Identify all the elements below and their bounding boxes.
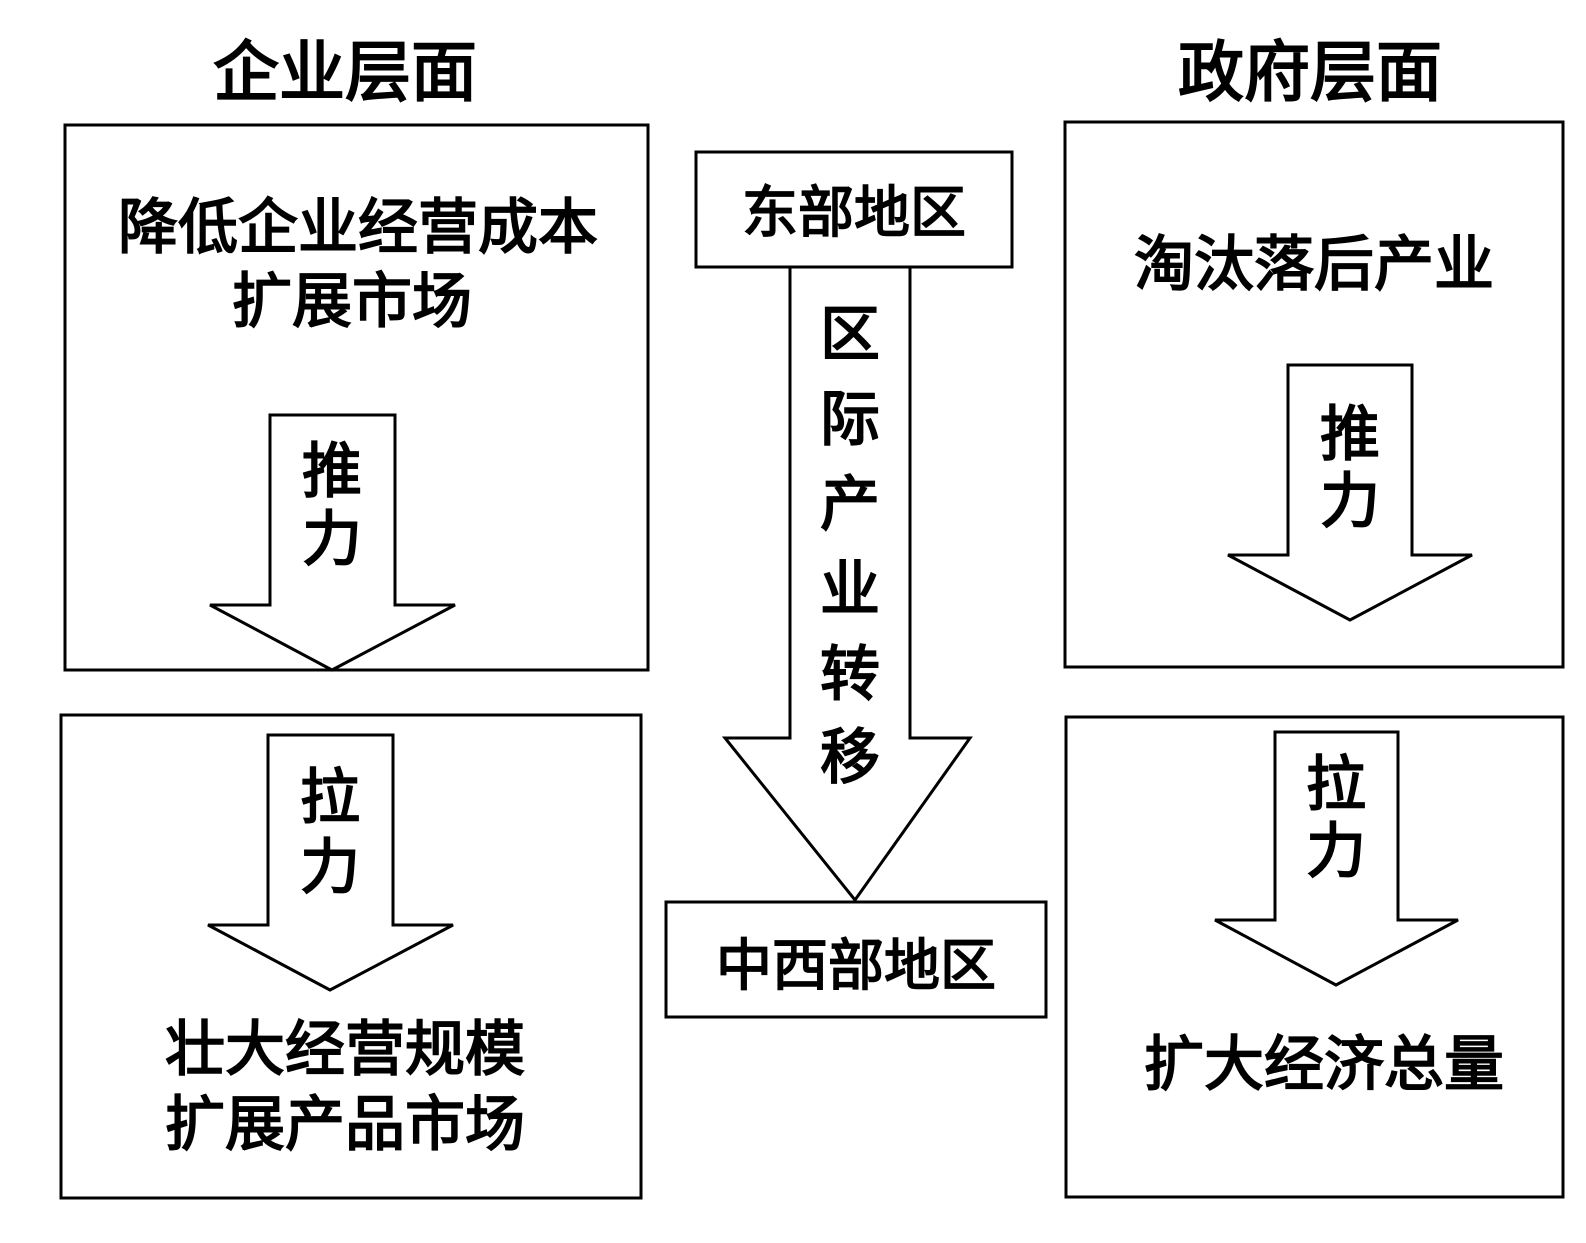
transfer-vertical-label: 区 际 产 业 转 移: [820, 300, 880, 793]
enterprise-push-char1: 推: [302, 437, 362, 507]
transfer-char-4: 业: [820, 555, 880, 625]
enterprise-top-line2: 扩展市场: [232, 267, 472, 337]
transfer-char-1: 区: [820, 300, 880, 370]
enterprise-bottom-line1: 壮大经营规模: [165, 1015, 525, 1085]
government-pull-arrow: [1214, 730, 1459, 987]
enterprise-pull-char2: 力: [300, 833, 360, 903]
transfer-char-2: 际: [820, 385, 880, 455]
government-push-arrow: [1227, 363, 1473, 622]
government-push-char1: 推: [1320, 400, 1380, 470]
government-pull-char1: 拉: [1306, 750, 1366, 820]
enterprise-heading: 企业层面: [213, 33, 477, 111]
enterprise-top-line1: 降低企业经营成本: [118, 193, 598, 263]
government-pull-char2: 力: [1306, 817, 1366, 887]
transfer-arrow: [721, 265, 973, 903]
transfer-char-6: 移: [820, 723, 880, 793]
government-push-char2: 力: [1320, 467, 1380, 537]
enterprise-bottom-line2: 扩展产品市场: [165, 1090, 525, 1160]
transfer-char-5: 转: [820, 640, 880, 710]
source-region-box: [694, 150, 1014, 269]
enterprise-pull-char1: 拉: [300, 763, 360, 833]
enterprise-push-char2: 力: [302, 505, 362, 575]
target-region-box: [664, 900, 1048, 1019]
enterprise-pull-arrow: [207, 733, 454, 992]
source-region-label: 东部地区: [742, 180, 966, 246]
enterprise-push-arrow: [209, 413, 456, 672]
transfer-char-3: 产: [820, 470, 880, 540]
government-bottom-line1: 扩大经济总量: [1144, 1030, 1504, 1100]
target-region-label: 中西部地区: [716, 933, 996, 999]
government-heading: 政府层面: [1178, 33, 1442, 111]
government-top-line1: 淘汰落后产业: [1134, 230, 1494, 300]
